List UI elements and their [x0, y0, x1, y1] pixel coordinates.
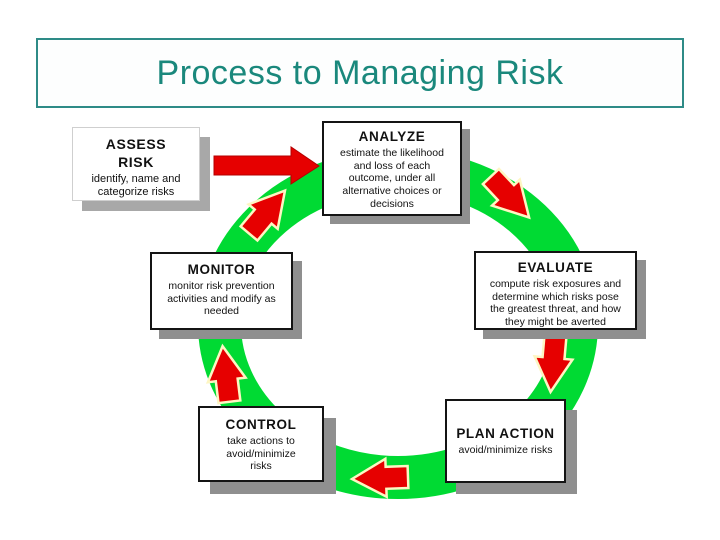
node-assess-title: ASSESS RISK — [105, 136, 167, 170]
flow-arrow-monitor-to-analyze-icon — [238, 188, 287, 243]
node-plan-action: PLAN ACTION avoid/minimize risks — [445, 399, 566, 483]
flow-arrow-control-to-monitor-icon — [205, 343, 248, 405]
node-analyze: ANALYZE estimate the likelihood and loss… — [322, 121, 462, 216]
node-plan-title: PLAN ACTION — [456, 425, 555, 441]
node-assess-desc: identify, name and categorize risks — [91, 173, 181, 199]
slide-title-box: Process to Managing Risk — [36, 38, 684, 108]
node-monitor-desc: monitor risk prevention activities and m… — [167, 279, 276, 318]
flow-arrow-plan-to-control-icon — [349, 456, 410, 499]
flow-arrow-evaluate-to-plan-icon — [532, 333, 575, 395]
slide-title: Process to Managing Risk — [156, 53, 564, 92]
node-control-desc: take actions to avoid/minimize risks — [226, 434, 296, 473]
node-analyze-title: ANALYZE — [358, 129, 426, 144]
node-assess-risk: ASSESS RISK identify, name and categoriz… — [72, 127, 200, 201]
node-analyze-desc: estimate the likelihood and loss of each… — [340, 146, 444, 211]
node-monitor: MONITOR monitor risk prevention activiti… — [150, 252, 293, 330]
flow-arrow-assess-to-analyze-icon — [213, 146, 320, 185]
node-evaluate: EVALUATE compute risk exposures and dete… — [474, 251, 637, 330]
node-evaluate-desc: compute risk exposures and determine whi… — [489, 277, 622, 329]
node-control: CONTROL take actions to avoid/minimize r… — [198, 406, 324, 482]
node-monitor-title: MONITOR — [187, 262, 256, 277]
node-evaluate-title: EVALUATE — [517, 260, 594, 275]
node-control-title: CONTROL — [225, 417, 297, 432]
flow-arrow-analyze-to-evaluate-icon — [481, 167, 531, 220]
node-plan-desc: avoid/minimize risks — [458, 443, 553, 456]
